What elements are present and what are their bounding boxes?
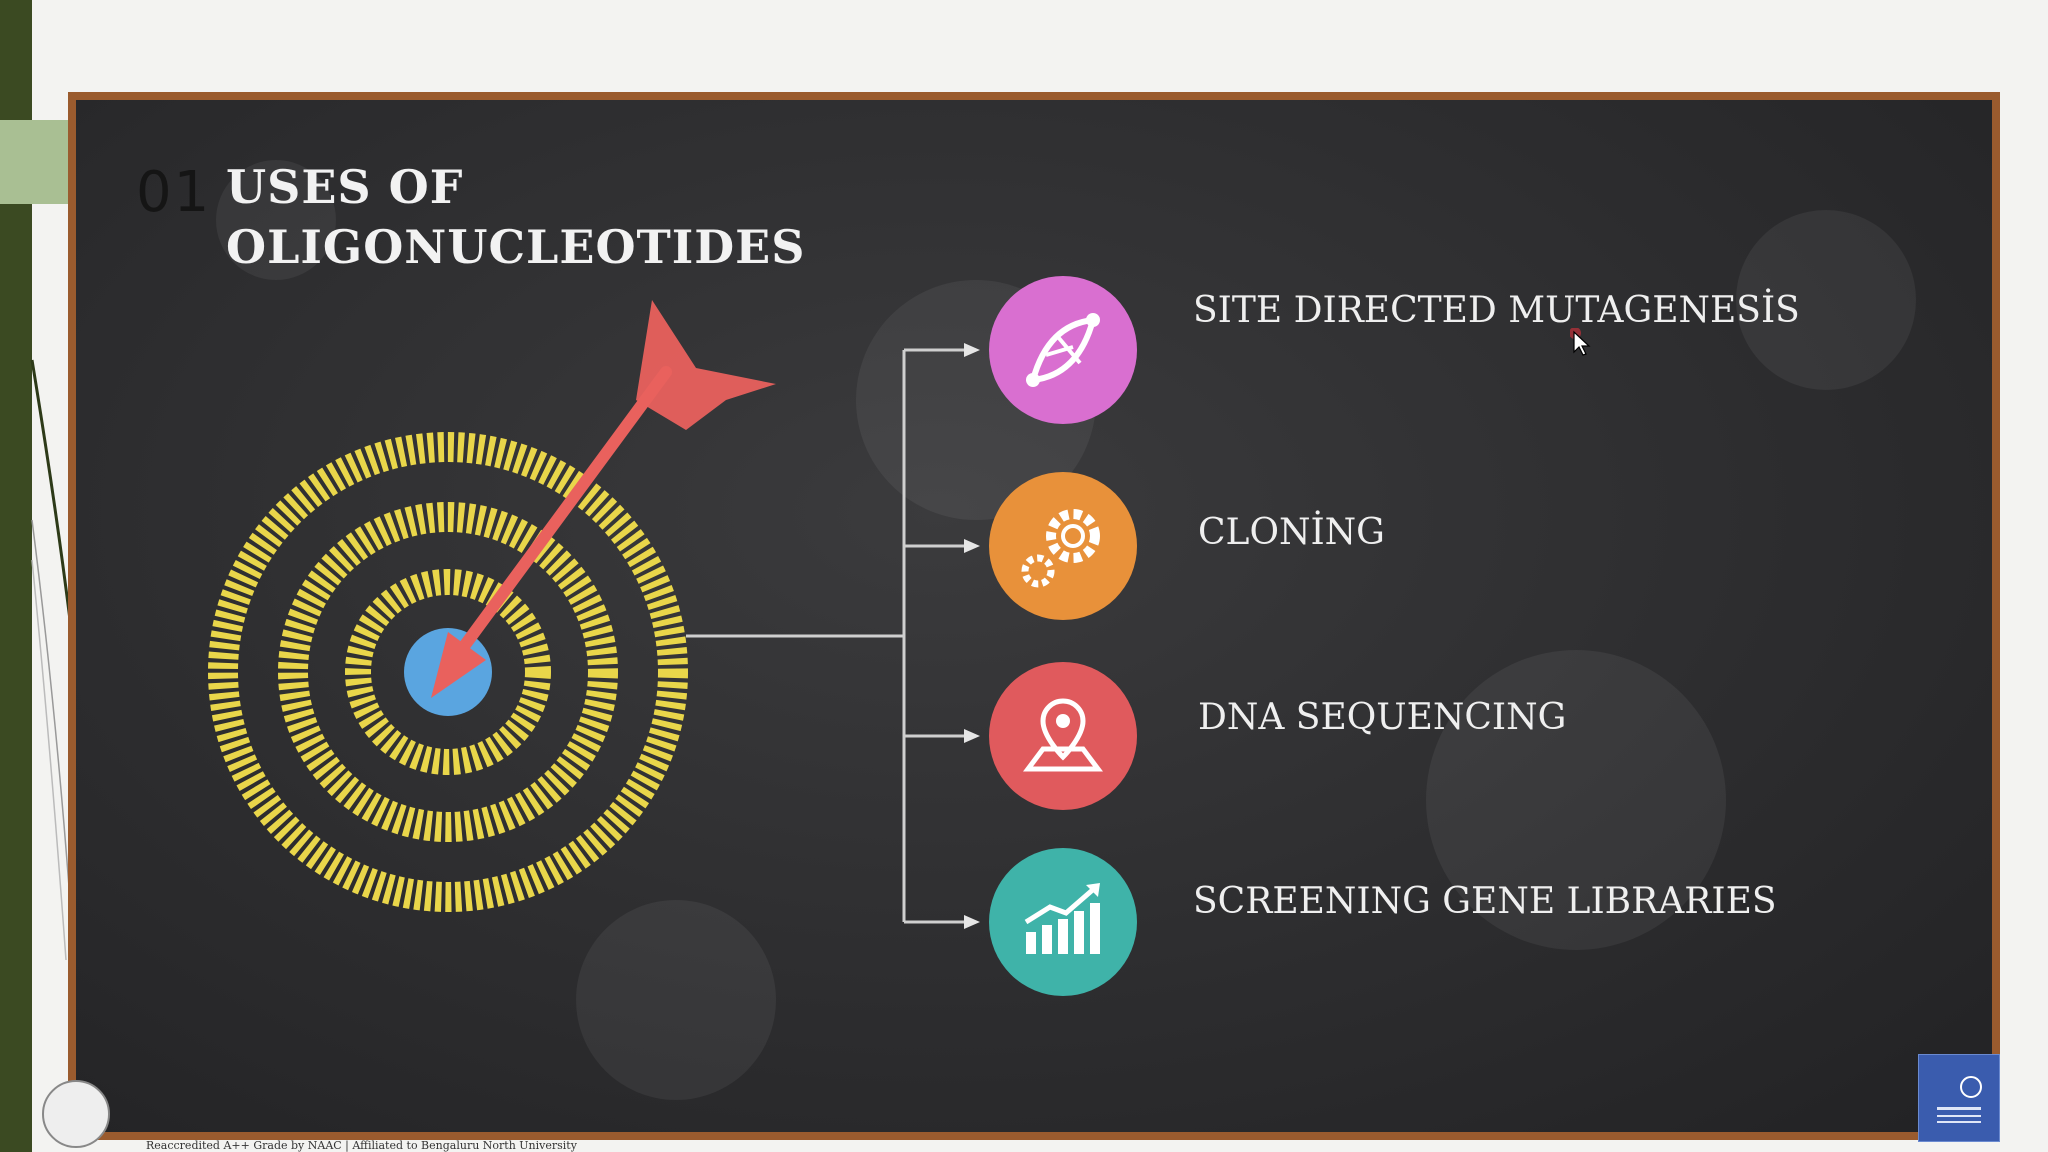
growth-chart-icon — [988, 847, 1138, 997]
item-label-cloning: CLONİNG — [1198, 512, 1385, 553]
decorative-lines — [30, 359, 72, 961]
item-label-screening-gene-libraries: SCREENING GENE LIBRARIES — [1193, 881, 1777, 922]
target-graphic — [208, 300, 980, 929]
footer-text: Reaccredited A++ Grade by NAAC | Affilia… — [146, 1139, 577, 1152]
slide-number: 01 — [136, 160, 212, 225]
slide-title-line1: USES OF — [226, 160, 464, 214]
item-label-site-directed-mutagenesis: SITE DIRECTED MUTAGENESİS — [1193, 290, 1800, 331]
mouse-cursor-icon — [1570, 328, 1591, 356]
gears-icon — [988, 471, 1138, 621]
target-rings — [208, 432, 688, 912]
college-logo — [1918, 1054, 2000, 1142]
left-accent-tab — [0, 120, 70, 204]
item-label-dna-sequencing: DNA SEQUENCING — [1198, 697, 1567, 738]
connector-lines — [686, 348, 966, 924]
arrow — [431, 300, 776, 698]
chalkboard: 01 USES OF OLIGONUCLEOTIDES — [68, 92, 2000, 1140]
dna-icon — [988, 275, 1138, 425]
chalk-texture — [216, 160, 1916, 1100]
slide-title-line2: OLIGONUCLEOTIDES — [226, 220, 806, 274]
institution-seal — [42, 1080, 110, 1148]
map-pin-icon — [988, 661, 1138, 811]
